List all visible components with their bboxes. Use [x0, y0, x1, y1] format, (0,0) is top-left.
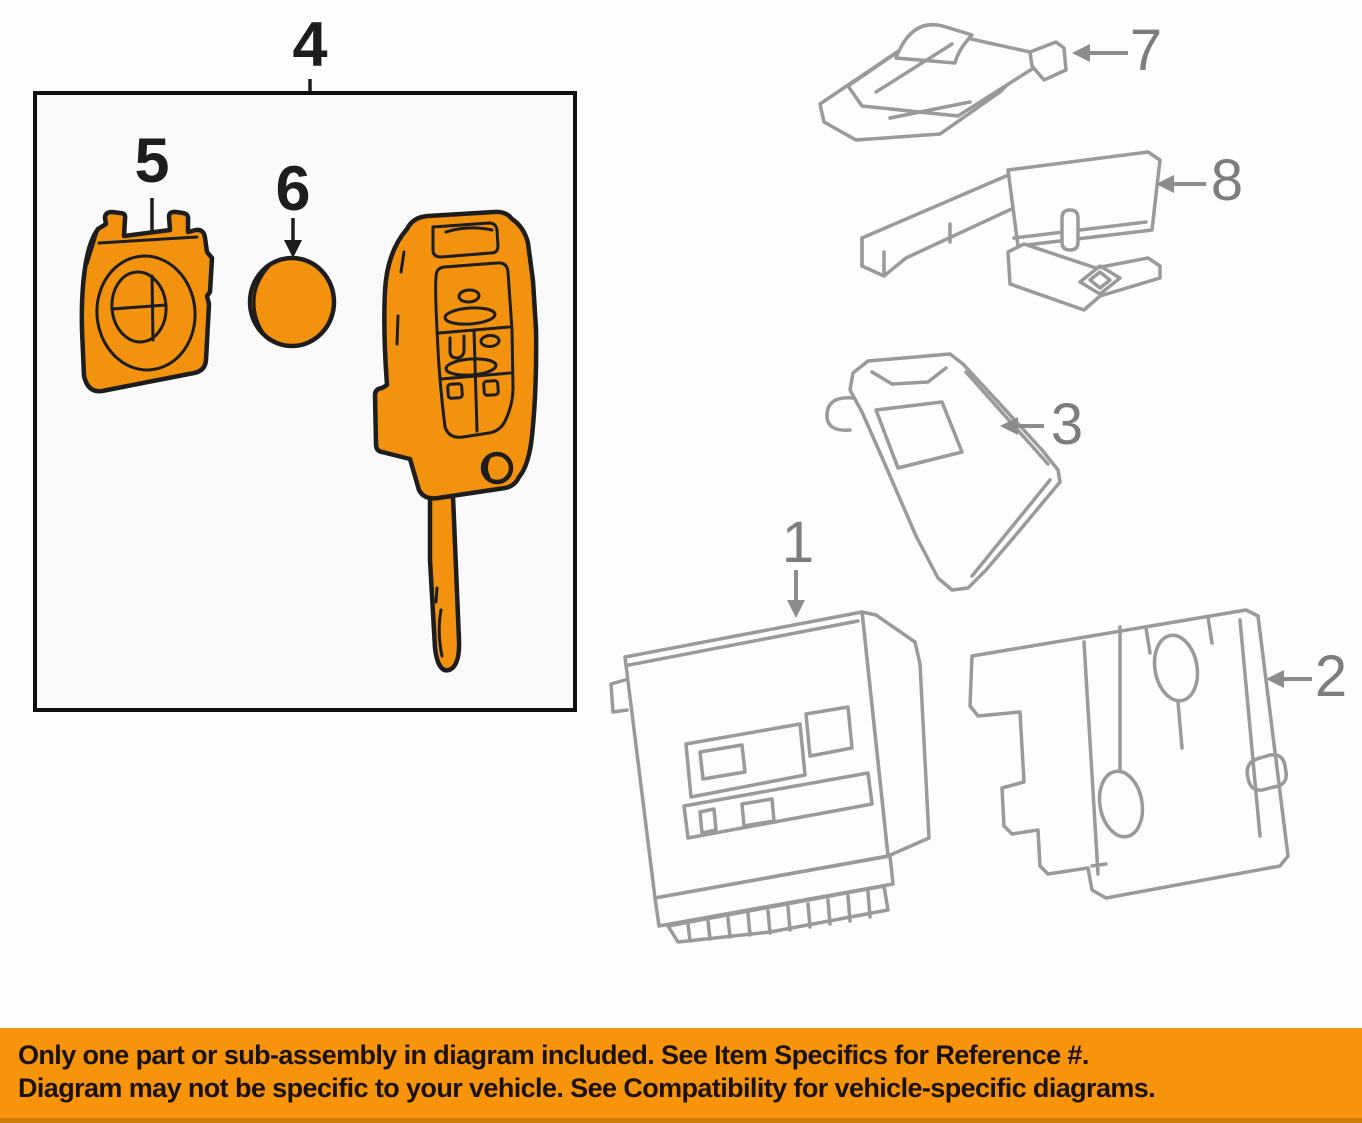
callout-label-4: 4 — [292, 10, 328, 80]
part-3-module — [825, 352, 1062, 592]
disclaimer-line-1: Only one part or sub-assembly in diagram… — [18, 1040, 1089, 1070]
part-8-antenna-bracket — [860, 150, 1162, 312]
callout-label-1: 1 — [781, 510, 815, 575]
part-1-control-module — [609, 610, 931, 944]
callout-label-5: 5 — [134, 126, 170, 196]
callout-2-arrow — [1266, 670, 1312, 688]
callout-label-7: 7 — [1129, 18, 1163, 83]
callout-6-arrow — [284, 218, 302, 258]
disclaimer-line-2: Diagram may not be specific to your vehi… — [18, 1073, 1156, 1103]
callout-7-arrow — [1072, 44, 1128, 62]
part-5-cylinder-cap — [79, 209, 215, 394]
callout-label-6: 6 — [275, 154, 311, 224]
disclaimer-banner: Only one part or sub-assembly in diagram… — [0, 1028, 1362, 1123]
callout-1-arrow — [787, 570, 805, 618]
part-4-key-fob — [372, 209, 539, 673]
callout-8-arrow — [1156, 175, 1206, 193]
part-7-antenna-module — [818, 22, 1068, 142]
part-2-bracket-plate — [968, 608, 1290, 900]
callout-label-8: 8 — [1210, 148, 1244, 213]
part-6-battery — [247, 255, 337, 349]
callout-label-3: 3 — [1050, 392, 1084, 457]
callout-label-2: 2 — [1314, 644, 1348, 709]
callout-3-arrow — [1000, 417, 1044, 435]
